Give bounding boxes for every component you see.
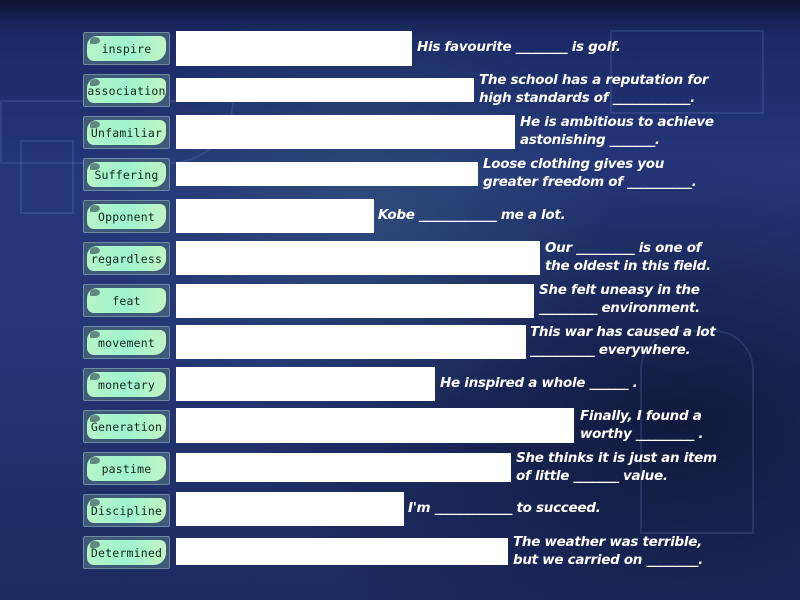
leaf-icon: [90, 163, 100, 170]
clue-sentence-4: Loose clothing gives you greater freedom…: [483, 156, 697, 190]
tile-paint: [87, 372, 166, 397]
drop-target-8[interactable]: [176, 325, 526, 359]
tile-paint: [87, 540, 166, 565]
leaf-icon: [90, 331, 100, 338]
draggable-label-movement[interactable]: movement: [83, 326, 170, 359]
draggable-label-suffering[interactable]: Suffering: [83, 158, 170, 191]
leaf-icon: [90, 79, 100, 86]
leaf-icon: [90, 121, 100, 128]
clue-sentence-12: I'm ____________ to succeed.: [408, 500, 601, 516]
draggable-label-unfamiliar[interactable]: Unfamiliar: [83, 116, 170, 149]
tile-paint: [87, 78, 166, 103]
leaf-icon: [90, 541, 100, 548]
label-text: pastime: [101, 461, 152, 476]
clue-sentence-13: The weather was terrible, but we carried…: [513, 534, 703, 568]
draggable-label-inspire[interactable]: inspire: [83, 32, 170, 65]
label-text: regardless: [90, 251, 163, 266]
clue-sentence-1: His favourite ________ is golf.: [417, 39, 621, 55]
leaf-icon: [90, 37, 100, 44]
label-text: movement: [98, 335, 155, 350]
draggable-label-monetary[interactable]: monetary: [83, 368, 170, 401]
drop-target-3[interactable]: [176, 115, 515, 149]
draggable-label-pastime[interactable]: pastime: [83, 452, 170, 485]
drop-target-10[interactable]: [176, 408, 574, 443]
label-text: feat: [112, 293, 141, 308]
tile-paint: [87, 414, 166, 439]
clue-sentence-7: She felt uneasy in the _________ environ…: [539, 282, 701, 316]
tile-paint: [87, 120, 166, 145]
background-cabinet: [610, 30, 764, 114]
label-text: Unfamiliar: [90, 125, 163, 140]
clue-sentence-10: Finally, I found a worthy _________ .: [580, 408, 704, 442]
drop-target-9[interactable]: [176, 367, 435, 401]
draggable-label-generation[interactable]: Generation: [83, 410, 170, 443]
leaf-icon: [90, 247, 100, 254]
draggable-label-opponent[interactable]: Opponent: [83, 200, 170, 233]
top-band: [0, 0, 800, 24]
draggable-label-association[interactable]: association: [83, 74, 170, 107]
draggable-label-discipline[interactable]: Discipline: [83, 494, 170, 527]
leaf-icon: [90, 289, 100, 296]
clue-sentence-8: This war has caused a lot __________ eve…: [530, 324, 716, 358]
tile-paint: [87, 36, 166, 61]
label-text: Opponent: [98, 209, 155, 224]
tile-paint: [87, 498, 166, 523]
leaf-icon: [90, 205, 100, 212]
drop-target-5[interactable]: [176, 199, 374, 233]
clue-sentence-5: Kobe ____________ me a lot.: [378, 207, 566, 223]
clue-sentence-11: She thinks it is just an item of little …: [516, 450, 717, 484]
drop-target-6[interactable]: [176, 241, 540, 275]
label-text: Discipline: [90, 503, 163, 518]
drop-target-13[interactable]: [176, 538, 508, 565]
label-text: inspire: [101, 41, 152, 56]
leaf-icon: [90, 373, 100, 380]
drop-target-7[interactable]: [176, 284, 534, 318]
clue-sentence-9: He inspired a whole ______ .: [440, 375, 638, 391]
tile-paint: [87, 204, 166, 229]
label-text: Generation: [90, 419, 163, 434]
label-text: association: [87, 83, 166, 98]
label-text: Determined: [90, 545, 163, 560]
tile-paint: [87, 456, 166, 481]
label-text: Suffering: [94, 167, 159, 182]
drop-target-12[interactable]: [176, 492, 404, 526]
tile-paint: [87, 330, 166, 355]
clue-sentence-3: He is ambitious to achieve astonishing _…: [520, 114, 714, 148]
tile-paint: [87, 288, 166, 313]
draggable-label-determined[interactable]: Determined: [83, 536, 170, 569]
background-frame: [20, 140, 74, 214]
drop-target-11[interactable]: [176, 453, 511, 482]
clue-sentence-2: The school has a reputation for high sta…: [479, 72, 709, 106]
draggable-label-regardless[interactable]: regardless: [83, 242, 170, 275]
background-chair: [640, 330, 754, 534]
drop-target-1[interactable]: [176, 31, 412, 66]
leaf-icon: [90, 457, 100, 464]
clue-sentence-6: Our _________ is one of the oldest in th…: [545, 240, 711, 274]
drop-target-2[interactable]: [176, 78, 474, 102]
drop-target-4[interactable]: [176, 162, 478, 186]
leaf-icon: [90, 415, 100, 422]
draggable-label-feat[interactable]: feat: [83, 284, 170, 317]
label-text: monetary: [98, 377, 155, 392]
tile-paint: [87, 246, 166, 271]
tile-paint: [87, 162, 166, 187]
leaf-icon: [90, 499, 100, 506]
